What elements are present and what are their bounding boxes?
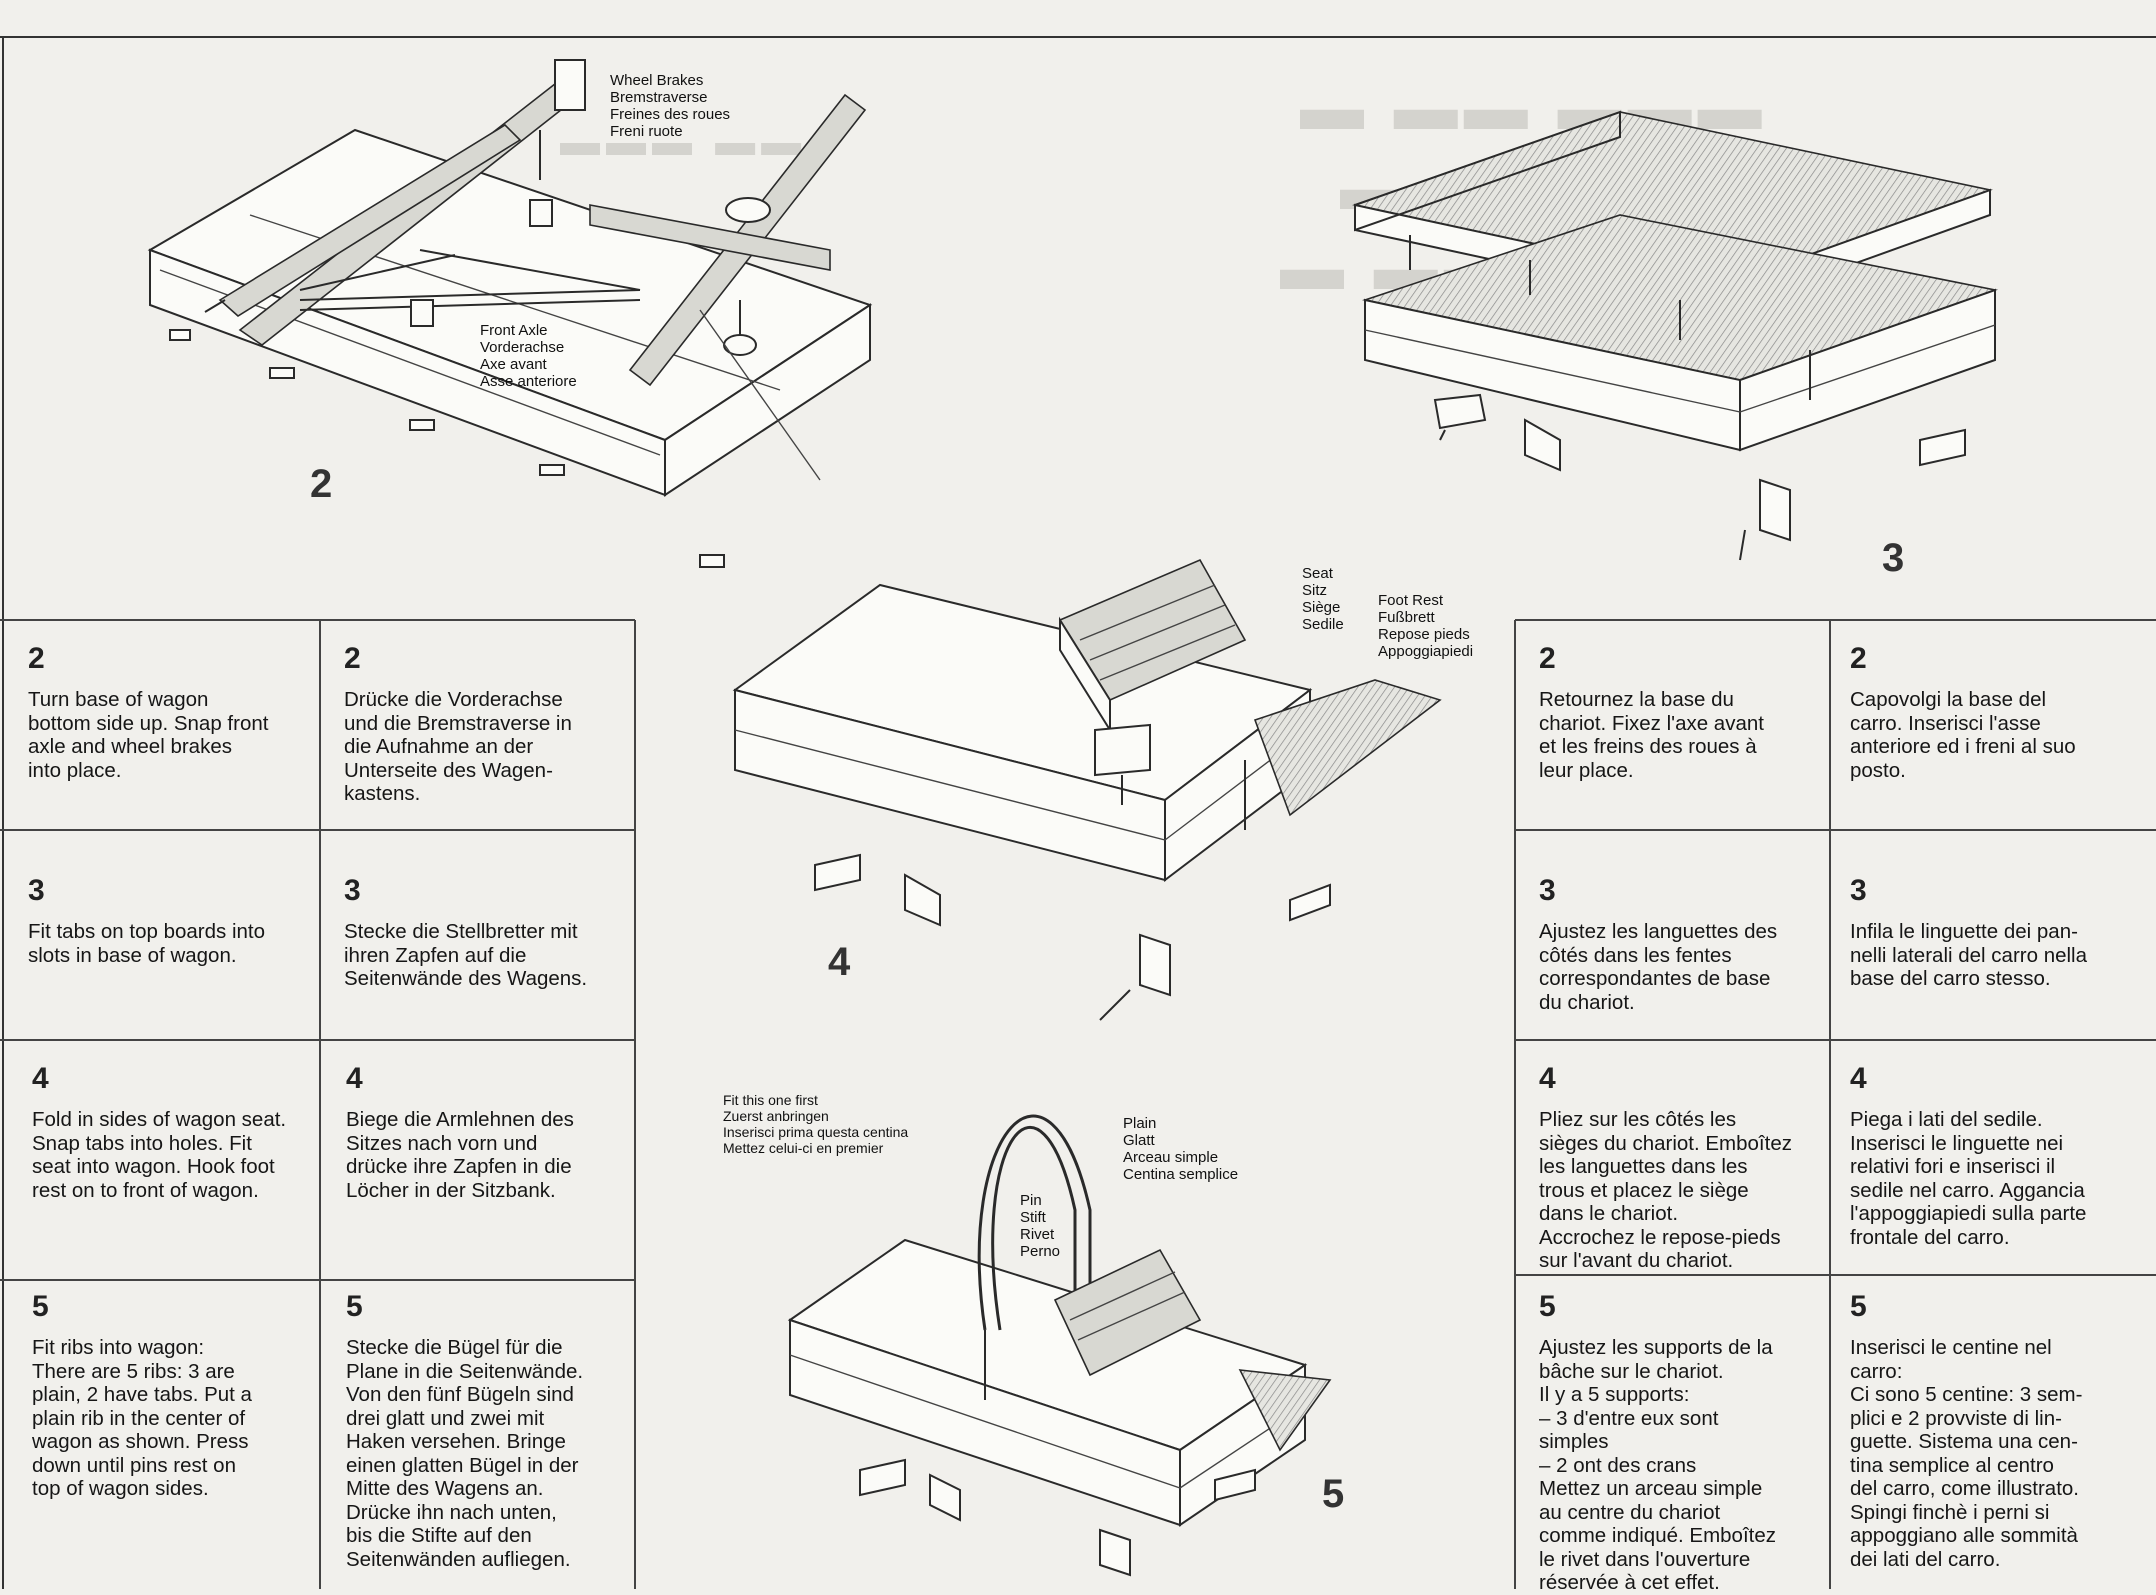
step-5-french: 5 Ajustez les supports de la bâche sur l… — [1515, 1268, 1830, 1595]
step-text: Turn base of wagon bottom side up. Snap … — [28, 688, 269, 782]
callout-plain-rib: Plain Glatt Arceau simple Centina sempli… — [1123, 1115, 1239, 1183]
step-2-french: 2 Retournez la base du chariot. Fixez l'… — [1515, 620, 1830, 782]
step-number: 4 — [346, 1062, 363, 1095]
callout-foot-rest: Foot Rest Fußbrett Repose pieds Appoggia… — [1378, 592, 1474, 660]
step-number: 5 — [1539, 1290, 1556, 1323]
callout-fit-first: Fit this one first Zuerst anbringen Inse… — [723, 1092, 909, 1156]
figure-2-drawing — [147, 59, 873, 568]
step-4-german: 4 Biege die Armlehnen des Sitzes nach vo… — [320, 1040, 635, 1202]
callout-pin: Pin Stift Rivet Perno — [1020, 1192, 1061, 1260]
step-4-english: 4 Fold in sides of wagon seat. Snap tabs… — [0, 1040, 320, 1202]
step-5-italian: 5 Inserisci le centine nel carro: Ci son… — [1830, 1268, 2156, 1571]
step-4-italian: 4 Piega i lati del sedile. Inserisci le … — [1830, 1040, 2156, 1249]
step-number: 5 — [1850, 1290, 1867, 1323]
step-text: Drücke die Vorderachse und die Bremstrav… — [344, 688, 572, 805]
step-number: 2 — [1539, 642, 1556, 675]
step-number: 5 — [32, 1290, 49, 1323]
step-text: Capovolgi la base del carro. Inserisci l… — [1850, 688, 2076, 782]
text-table-rules — [0, 619, 2156, 1589]
step-3-english: 3 Fit tabs on top boards into slots in b… — [0, 852, 320, 967]
step-number: 4 — [32, 1062, 49, 1095]
step-text: Stecke die Stellbretter mit ihren Zapfen… — [344, 920, 588, 990]
step-number: 3 — [1539, 874, 1556, 907]
step-2-german: 2 Drücke die Vorderachse und die Bremstr… — [320, 620, 635, 806]
step-text: Piega i lati del sedile. Inserisci le li… — [1850, 1108, 2087, 1249]
step-3-german: 3 Stecke die Stellbretter mit ihren Zapf… — [320, 852, 635, 991]
step-3-italian: 3 Infila le linguette dei pan- nelli lat… — [1830, 852, 2156, 991]
step-text: Inserisci le centine nel carro: Ci sono … — [1850, 1336, 2083, 1571]
step-number: 4 — [1850, 1062, 1867, 1095]
figure-3-drawing — [1352, 110, 1999, 561]
step-text: Retournez la base du chariot. Fixez l'ax… — [1539, 688, 1764, 782]
callout-seat: Seat Sitz Siège Sedile — [1302, 565, 1344, 633]
callout-wheel-brakes: Wheel Brakes Bremstraverse Freines des r… — [610, 72, 731, 140]
step-text: Stecke die Bügel für die Plane in die Se… — [346, 1336, 584, 1571]
step-number: 4 — [1539, 1062, 1556, 1095]
sheet-left-border — [2, 36, 4, 1589]
step-5-german: 5 Stecke die Bügel für die Plane in die … — [320, 1268, 635, 1571]
sheet-top-border — [0, 36, 2156, 38]
figure-5-number: 5 — [1322, 1472, 1345, 1516]
step-5-english: 5 Fit ribs into wagon: There are 5 ribs:… — [0, 1268, 320, 1501]
step-text: Infila le linguette dei pan- nelli later… — [1850, 920, 2088, 990]
step-2-english: 2 Turn base of wagon bottom side up. Sna… — [0, 620, 320, 782]
figure-3-number: 3 — [1882, 536, 1905, 580]
step-number: 5 — [346, 1290, 363, 1323]
step-4-french: 4 Pliez sur les côtés les sièges du char… — [1515, 1040, 1830, 1273]
step-2-italian: 2 Capovolgi la base del carro. Inserisci… — [1830, 620, 2156, 782]
figure-4-drawing — [732, 558, 1442, 1021]
step-text: Fold in sides of wagon seat. Snap tabs i… — [32, 1108, 287, 1202]
callout-front-axle: Front Axle Vorderachse Axe avant Asse an… — [480, 322, 577, 390]
step-text: Ajustez les supports de la bâche sur le … — [1539, 1336, 1777, 1594]
step-number: 3 — [28, 874, 45, 907]
step-text: Biege die Armlehnen des Sitzes nach vorn… — [346, 1108, 574, 1202]
step-number: 3 — [1850, 874, 1867, 907]
step-text: Fit tabs on top boards into slots in bas… — [28, 920, 266, 967]
step-text: Pliez sur les côtés les sièges du chario… — [1539, 1108, 1792, 1272]
step-number: 2 — [28, 642, 45, 675]
step-number: 3 — [344, 874, 361, 907]
step-3-french: 3 Ajustez les languettes des côtés dans … — [1515, 852, 1830, 1014]
figure-5-drawing — [787, 1114, 1332, 1577]
step-number: 2 — [344, 642, 361, 675]
figure-4-number: 4 — [828, 940, 851, 984]
figure-2-number: 2 — [310, 462, 333, 506]
step-number: 2 — [1850, 642, 1867, 675]
step-text: Ajustez les languettes des côtés dans le… — [1539, 920, 1778, 1014]
step-text: Fit ribs into wagon: There are 5 ribs: 3… — [32, 1336, 252, 1500]
